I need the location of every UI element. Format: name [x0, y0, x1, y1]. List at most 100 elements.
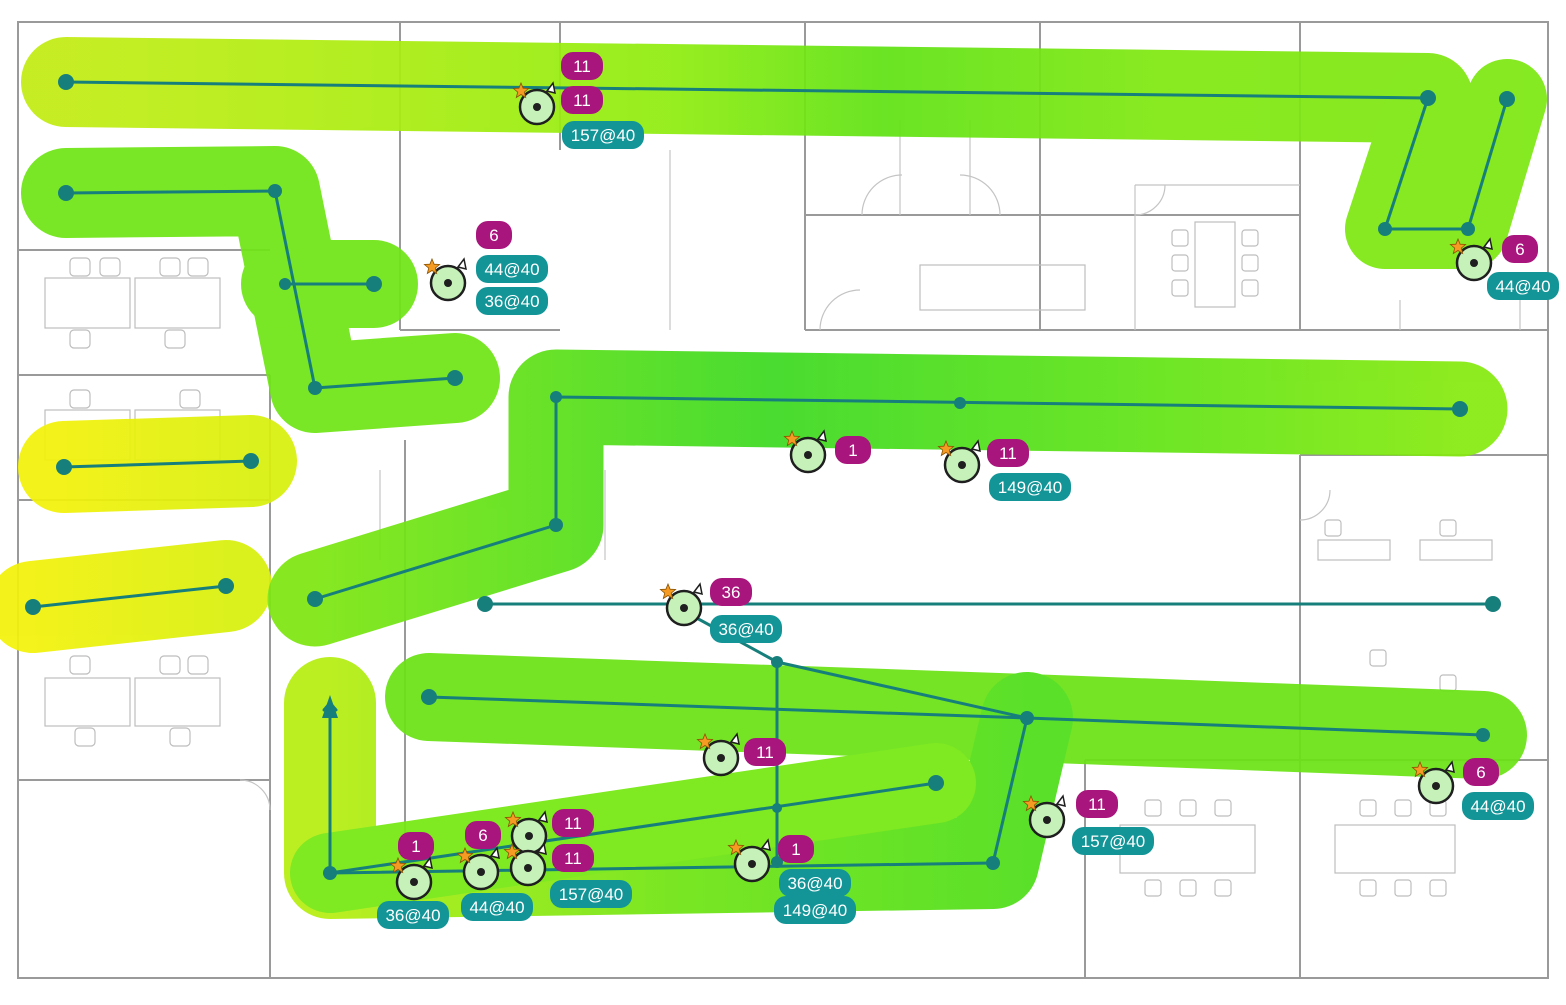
ap-bottom-3-band-badge-text: 157@40 — [559, 885, 624, 904]
ap-center-left-channel-badge-bg — [835, 436, 871, 464]
ap-bottom-2-ap-icon[interactable] — [456, 846, 500, 891]
ap-right[interactable]: 6 44@40 — [1411, 758, 1534, 820]
ap-center-left-channel-badge[interactable]: 1 — [835, 436, 871, 464]
ap-mid-left[interactable]: 36 36@40 — [659, 578, 782, 643]
ap-lower-mid-channel-badge-bg — [744, 738, 786, 766]
ap-bottom-2-channel-badge[interactable]: 6 — [465, 821, 501, 849]
ap-bottom-4-channel-badge-bg — [778, 835, 814, 863]
ap-lower-mid-ap-icon-dot — [717, 754, 725, 762]
ap-center-channel-badge[interactable]: 11 — [987, 439, 1029, 467]
ap-bottom-3-ap-icon[interactable] — [503, 842, 547, 887]
ap-bottom-4[interactable]: 1 36@40 149@40 — [727, 835, 856, 924]
ap-top-center-band-badge-bg — [562, 121, 644, 149]
ap-mid-left-ap-icon[interactable] — [659, 582, 703, 627]
ap-top-center-band-badge-text: 157@40 — [571, 126, 636, 145]
ap-lower-center-right-channel-badge-text: 11 — [1088, 795, 1106, 814]
ap-upper-left-channel-badge[interactable]: 6 — [476, 221, 512, 249]
ap-top-center-channel-badge-2-text: 11 — [573, 91, 591, 110]
ap-right-channel-badge[interactable]: 6 — [1463, 758, 1499, 786]
ap-bottom-4-channel-badge[interactable]: 1 — [778, 835, 814, 863]
ap-center-left-channel-badge-text: 1 — [848, 441, 857, 460]
ap-right-band-badge-text: 44@40 — [1470, 797, 1525, 816]
ap-center[interactable]: 11 149@40 — [937, 439, 1071, 501]
ap-center-left-ap-icon[interactable] — [783, 429, 827, 474]
ap-lower-center-right-band-badge-bg — [1072, 827, 1154, 855]
ap-bottom-1-ap-icon-star-icon — [389, 856, 407, 874]
ap-bottom-1-band-badge-bg — [377, 901, 449, 929]
ap-center-band-badge-text: 149@40 — [998, 478, 1063, 497]
ap-bottom-3-ap-icon-secondary[interactable] — [504, 810, 548, 855]
ap-center-band-badge[interactable]: 149@40 — [989, 473, 1071, 501]
ap-upper-left-channel-badge-text: 6 — [489, 226, 498, 245]
ap-center-channel-badge-text: 11 — [999, 444, 1017, 463]
ap-bottom-2-band-badge-bg — [461, 893, 533, 921]
ap-bottom-3-channel-badge[interactable]: 11 — [552, 809, 594, 837]
ap-bottom-3-ap-icon-secondary-star-icon — [504, 810, 522, 828]
ap-bottom-4-channel-badge-text: 1 — [791, 840, 800, 859]
ap-top-right-ap-icon[interactable] — [1449, 237, 1493, 282]
ap-right-ap-icon-star-icon — [1411, 760, 1429, 778]
ap-center-ap-icon-star-icon — [937, 439, 955, 457]
ap-mid-left-channel-badge-bg — [710, 578, 752, 606]
ap-bottom-1-channel-badge-bg — [398, 832, 434, 860]
ap-lower-mid-channel-badge[interactable]: 11 — [744, 738, 786, 766]
ap-right-ap-icon[interactable] — [1411, 760, 1455, 805]
ap-right-band-badge[interactable]: 44@40 — [1462, 792, 1534, 820]
ap-bottom-4-band-badge-text: 36@40 — [787, 874, 842, 893]
ap-bottom-2[interactable]: 6 44@40 — [456, 821, 533, 921]
ap-bottom-3-band-badge[interactable]: 157@40 — [550, 880, 632, 908]
ap-bottom-3-channel-badge-2[interactable]: 11 — [552, 844, 594, 872]
ap-lower-mid-ap-icon[interactable] — [696, 732, 740, 777]
ap-bottom-1-ap-icon-direction-icon — [422, 856, 433, 870]
ap-mid-left-band-badge[interactable]: 36@40 — [710, 615, 782, 643]
ap-center-ap-icon[interactable] — [937, 439, 981, 484]
ap-mid-left-channel-badge[interactable]: 36 — [710, 578, 752, 606]
ap-lower-center-right-channel-badge[interactable]: 11 — [1076, 790, 1118, 818]
ap-top-center[interactable]: 11 11 157@40 — [512, 52, 644, 149]
ap-mid-left-ap-icon-direction-icon — [692, 582, 703, 596]
ap-top-right-channel-badge[interactable]: 6 — [1502, 235, 1538, 263]
ap-top-right-ap-icon-star-icon — [1449, 237, 1467, 255]
ap-top-right-ap-icon-dot — [1470, 259, 1478, 267]
ap-upper-left-band-badge[interactable]: 44@40 — [476, 255, 548, 283]
ap-center-left[interactable]: 1 — [783, 429, 871, 474]
ap-bottom-1-ap-icon[interactable] — [389, 856, 433, 901]
ap-top-center-channel-badge[interactable]: 11 — [561, 52, 603, 80]
ap-bottom-3-channel-badge-text: 11 — [564, 814, 582, 833]
ap-top-center-channel-badge-2[interactable]: 11 — [561, 86, 603, 114]
ap-top-right-band-badge-text: 44@40 — [1495, 277, 1550, 296]
ap-upper-left-band-badge-2-bg — [476, 287, 548, 315]
ap-bottom-4-ap-icon-direction-icon — [760, 838, 771, 852]
ap-bottom-3-ap-icon-direction-icon — [536, 842, 547, 856]
ap-lower-center-right-band-badge[interactable]: 157@40 — [1072, 827, 1154, 855]
ap-bottom-3[interactable]: 11 11 157@40 — [503, 809, 632, 908]
ap-upper-left-ap-icon[interactable] — [423, 257, 467, 302]
ap-bottom-1-channel-badge[interactable]: 1 — [398, 832, 434, 860]
ap-lower-center-right-ap-icon-direction-icon — [1055, 794, 1066, 808]
ap-lower-mid[interactable]: 11 — [696, 732, 786, 777]
ap-mid-left-band-badge-bg — [710, 615, 782, 643]
ap-bottom-1[interactable]: 1 36@40 — [377, 832, 449, 929]
ap-top-center-band-badge[interactable]: 157@40 — [562, 121, 644, 149]
ap-bottom-3-channel-badge-2-text: 11 — [564, 849, 582, 868]
ap-top-center-ap-icon[interactable] — [512, 81, 556, 126]
ap-top-right-channel-badge-bg — [1502, 235, 1538, 263]
ap-upper-left-band-badge-2[interactable]: 36@40 — [476, 287, 548, 315]
ap-bottom-4-band-badge-2[interactable]: 149@40 — [774, 896, 856, 924]
ap-bottom-3-band-badge-bg — [550, 880, 632, 908]
ap-right-band-badge-bg — [1462, 792, 1534, 820]
ap-upper-left[interactable]: 6 44@40 36@40 — [423, 221, 548, 315]
ap-lower-center-right-ap-icon-star-icon — [1022, 794, 1040, 812]
ap-top-right-band-badge[interactable]: 44@40 — [1487, 272, 1559, 300]
ap-lower-center-right[interactable]: 11 157@40 — [1022, 790, 1154, 855]
ap-bottom-2-band-badge[interactable]: 44@40 — [461, 893, 533, 921]
ap-lower-center-right-ap-icon[interactable] — [1022, 794, 1066, 839]
survey-points — [25, 74, 1515, 880]
ap-top-right[interactable]: 6 44@40 — [1449, 235, 1559, 300]
ap-bottom-4-band-badge[interactable]: 36@40 — [779, 869, 851, 897]
ap-bottom-4-ap-icon[interactable] — [727, 838, 771, 883]
ap-mid-left-channel-badge-text: 36 — [722, 583, 741, 602]
ap-bottom-1-band-badge[interactable]: 36@40 — [377, 901, 449, 929]
